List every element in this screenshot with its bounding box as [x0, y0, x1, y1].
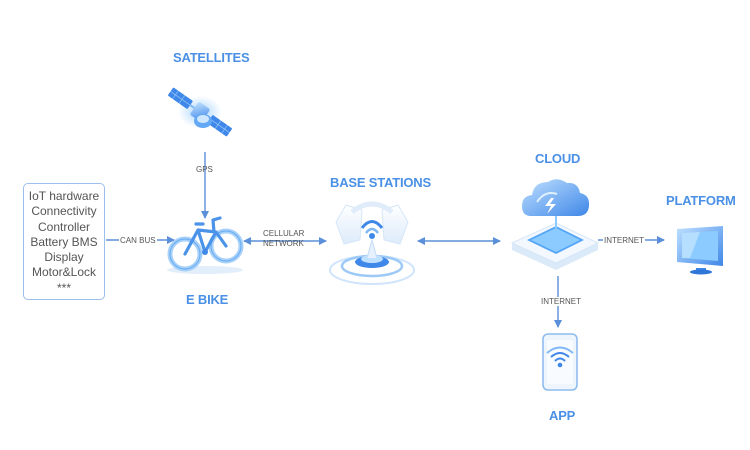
ebike-label: E BIKE [186, 292, 229, 307]
app-label: APP [549, 408, 576, 423]
iot-components-list: IoT hardware Connectivity Controller Bat… [24, 184, 104, 296]
cellular-label: CELLULAR [263, 229, 305, 238]
gps-label: GPS [196, 165, 213, 174]
iot-item: Controller [37, 219, 91, 234]
iot-item: Motor&Lock [31, 265, 97, 280]
iot-item: Connectivity [31, 204, 97, 219]
iot-item: Display [44, 250, 84, 265]
internet-app-label: INTERNET [540, 297, 582, 306]
network-label: NETWORK [263, 239, 304, 248]
ebike-icon [167, 216, 244, 274]
iot-item: Battery BMS [30, 234, 98, 249]
satellite-icon [168, 87, 232, 137]
base-stations-label: BASE STATIONS [330, 175, 431, 190]
internet-platform-label: INTERNET [603, 236, 645, 245]
smartphone-icon [542, 333, 578, 391]
cloud-server-icon [510, 179, 600, 270]
can-bus-label: CAN BUS [119, 236, 157, 245]
iot-item: IoT hardware [28, 189, 100, 203]
platform-label: PLATFORM [666, 193, 736, 208]
cloud-label: CLOUD [535, 151, 581, 166]
iot-item: *** [56, 280, 71, 295]
base-station-icon [329, 201, 415, 285]
monitor-icon [677, 226, 723, 275]
iot-components-box: IoT hardware Connectivity Controller Bat… [23, 183, 105, 300]
satellites-label: SATELLITES [173, 50, 250, 65]
